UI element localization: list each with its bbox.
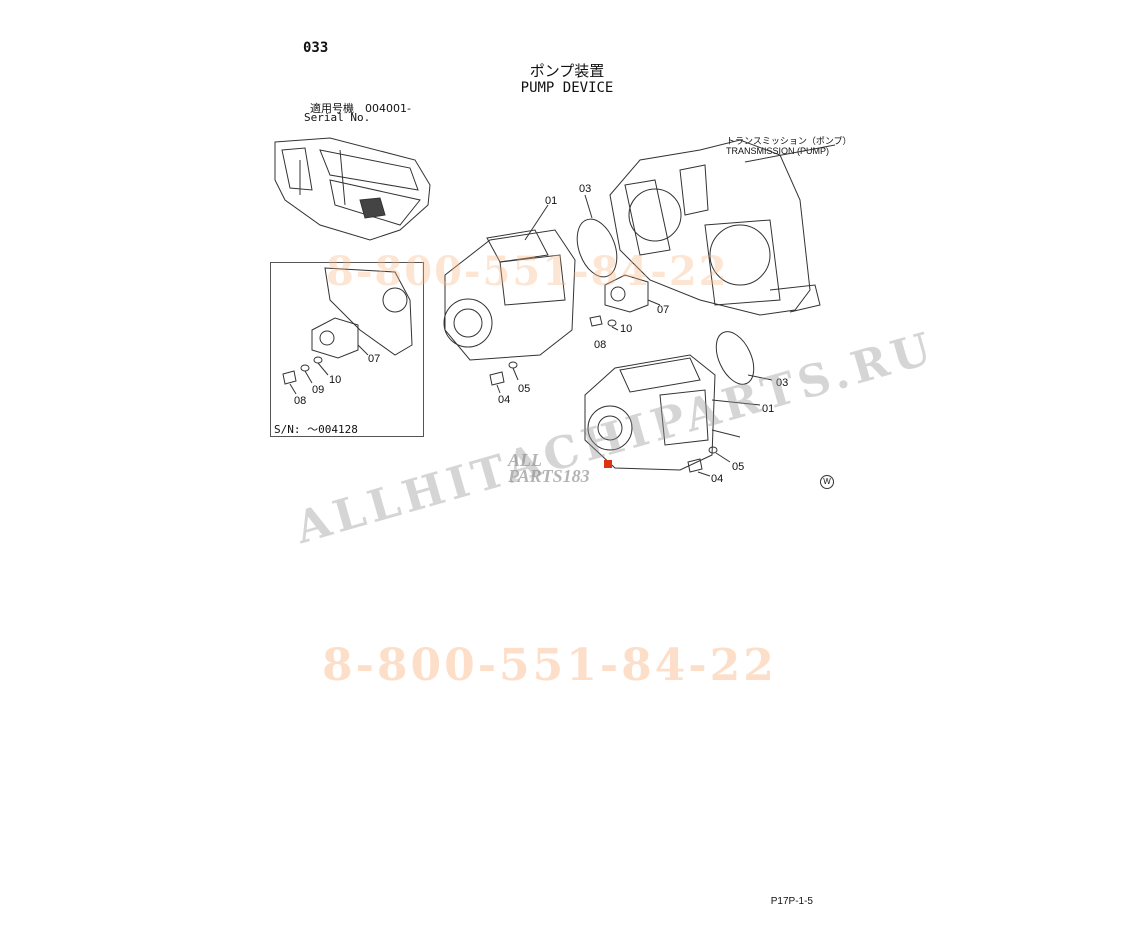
page-title-jp: ポンプ装置 — [529, 62, 605, 80]
callout-01-lower: 01 — [762, 403, 775, 415]
callout-inset-10: 10 — [329, 374, 342, 386]
inset-drawing — [282, 267, 413, 395]
o-ring-lower — [715, 331, 755, 385]
serial-label-jp: 適用号機 004001- — [310, 102, 411, 115]
callout-03-lower: 03 — [776, 377, 789, 389]
logo-top-text: ALL — [508, 450, 542, 470]
callout-04-upper: 04 — [498, 394, 511, 406]
watermark-logo: ALL PARTS183 — [508, 450, 648, 488]
callout-05-upper: 05 — [518, 383, 531, 395]
callout-03-upper: 03 — [579, 183, 592, 195]
callout-inset-08: 08 — [294, 395, 307, 407]
main-pump-lower — [584, 354, 761, 471]
page-reference: P17P-1-5 — [770, 896, 813, 907]
callout-04-lower: 04 — [711, 473, 724, 485]
watermark-phone-upper: 8-800-551-84-22 — [326, 248, 729, 295]
transmission-label-en: TRANSMISSION (PUMP) — [726, 146, 830, 156]
callout-05-lower: 05 — [732, 461, 745, 473]
callout-07: 07 — [657, 304, 670, 316]
callout-inset-09: 09 — [312, 384, 325, 396]
w-circle-mark: W — [820, 475, 834, 489]
page-title-en: PUMP DEVICE — [520, 80, 614, 96]
serial-label-en: Serial No. — [304, 111, 371, 124]
inset-frame — [270, 262, 424, 437]
page-number: 033 — [303, 40, 329, 56]
callout-inset-07: 07 — [368, 353, 381, 365]
callout-08: 08 — [594, 339, 607, 351]
watermark-phone-lower: 8-800-551-84-22 — [322, 640, 777, 691]
transmission-label-jp: トランスミッション（ポンプ） — [726, 137, 852, 147]
main-pump-upper — [443, 204, 576, 361]
callout-10: 10 — [620, 323, 633, 335]
callout-01-upper: 01 — [545, 195, 558, 207]
transmission-housing — [609, 139, 836, 316]
gear-pump-upper — [604, 274, 661, 313]
logo-bottom-text: PARTS183 — [508, 466, 590, 486]
logo-red-mark — [604, 460, 612, 468]
excavator-thumbnail — [274, 137, 431, 241]
inset-serial-range: S/N: ～004128 — [274, 423, 358, 436]
o-ring-upper — [576, 218, 618, 278]
